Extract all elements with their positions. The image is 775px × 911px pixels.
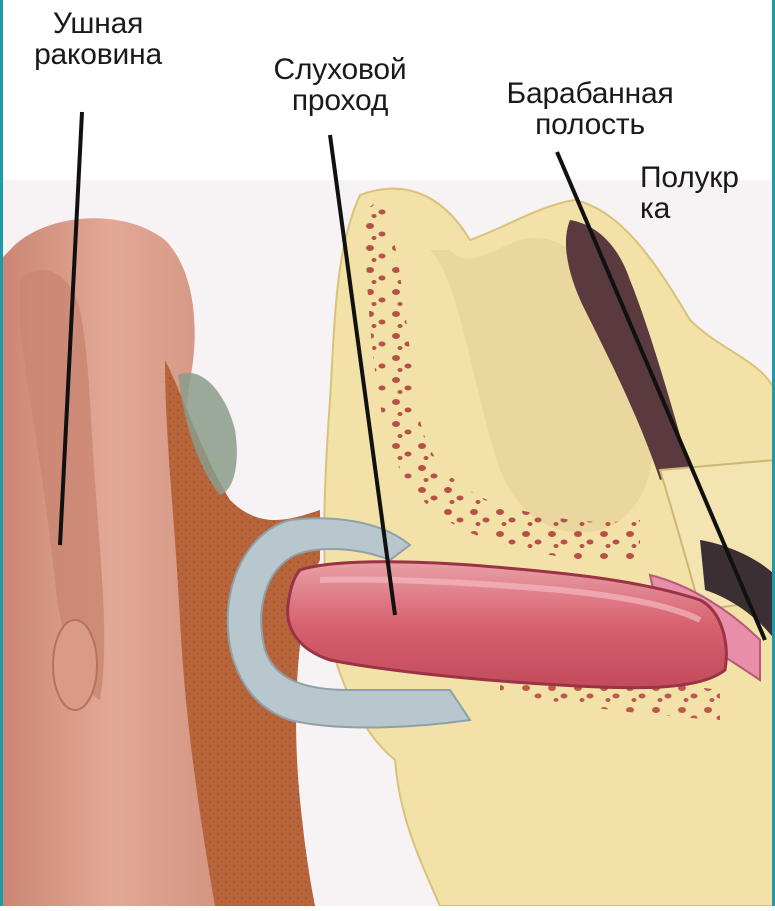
label-semicircular-canals: Полукр ка xyxy=(640,162,775,224)
label-tympanic-cavity: Барабанная полость xyxy=(470,78,710,140)
label-ear-canal: Слуховой проход xyxy=(240,54,440,116)
earlobe-bump xyxy=(53,620,97,710)
left-edge-accent xyxy=(0,0,3,906)
label-pinna: Ушная раковина xyxy=(8,8,188,70)
